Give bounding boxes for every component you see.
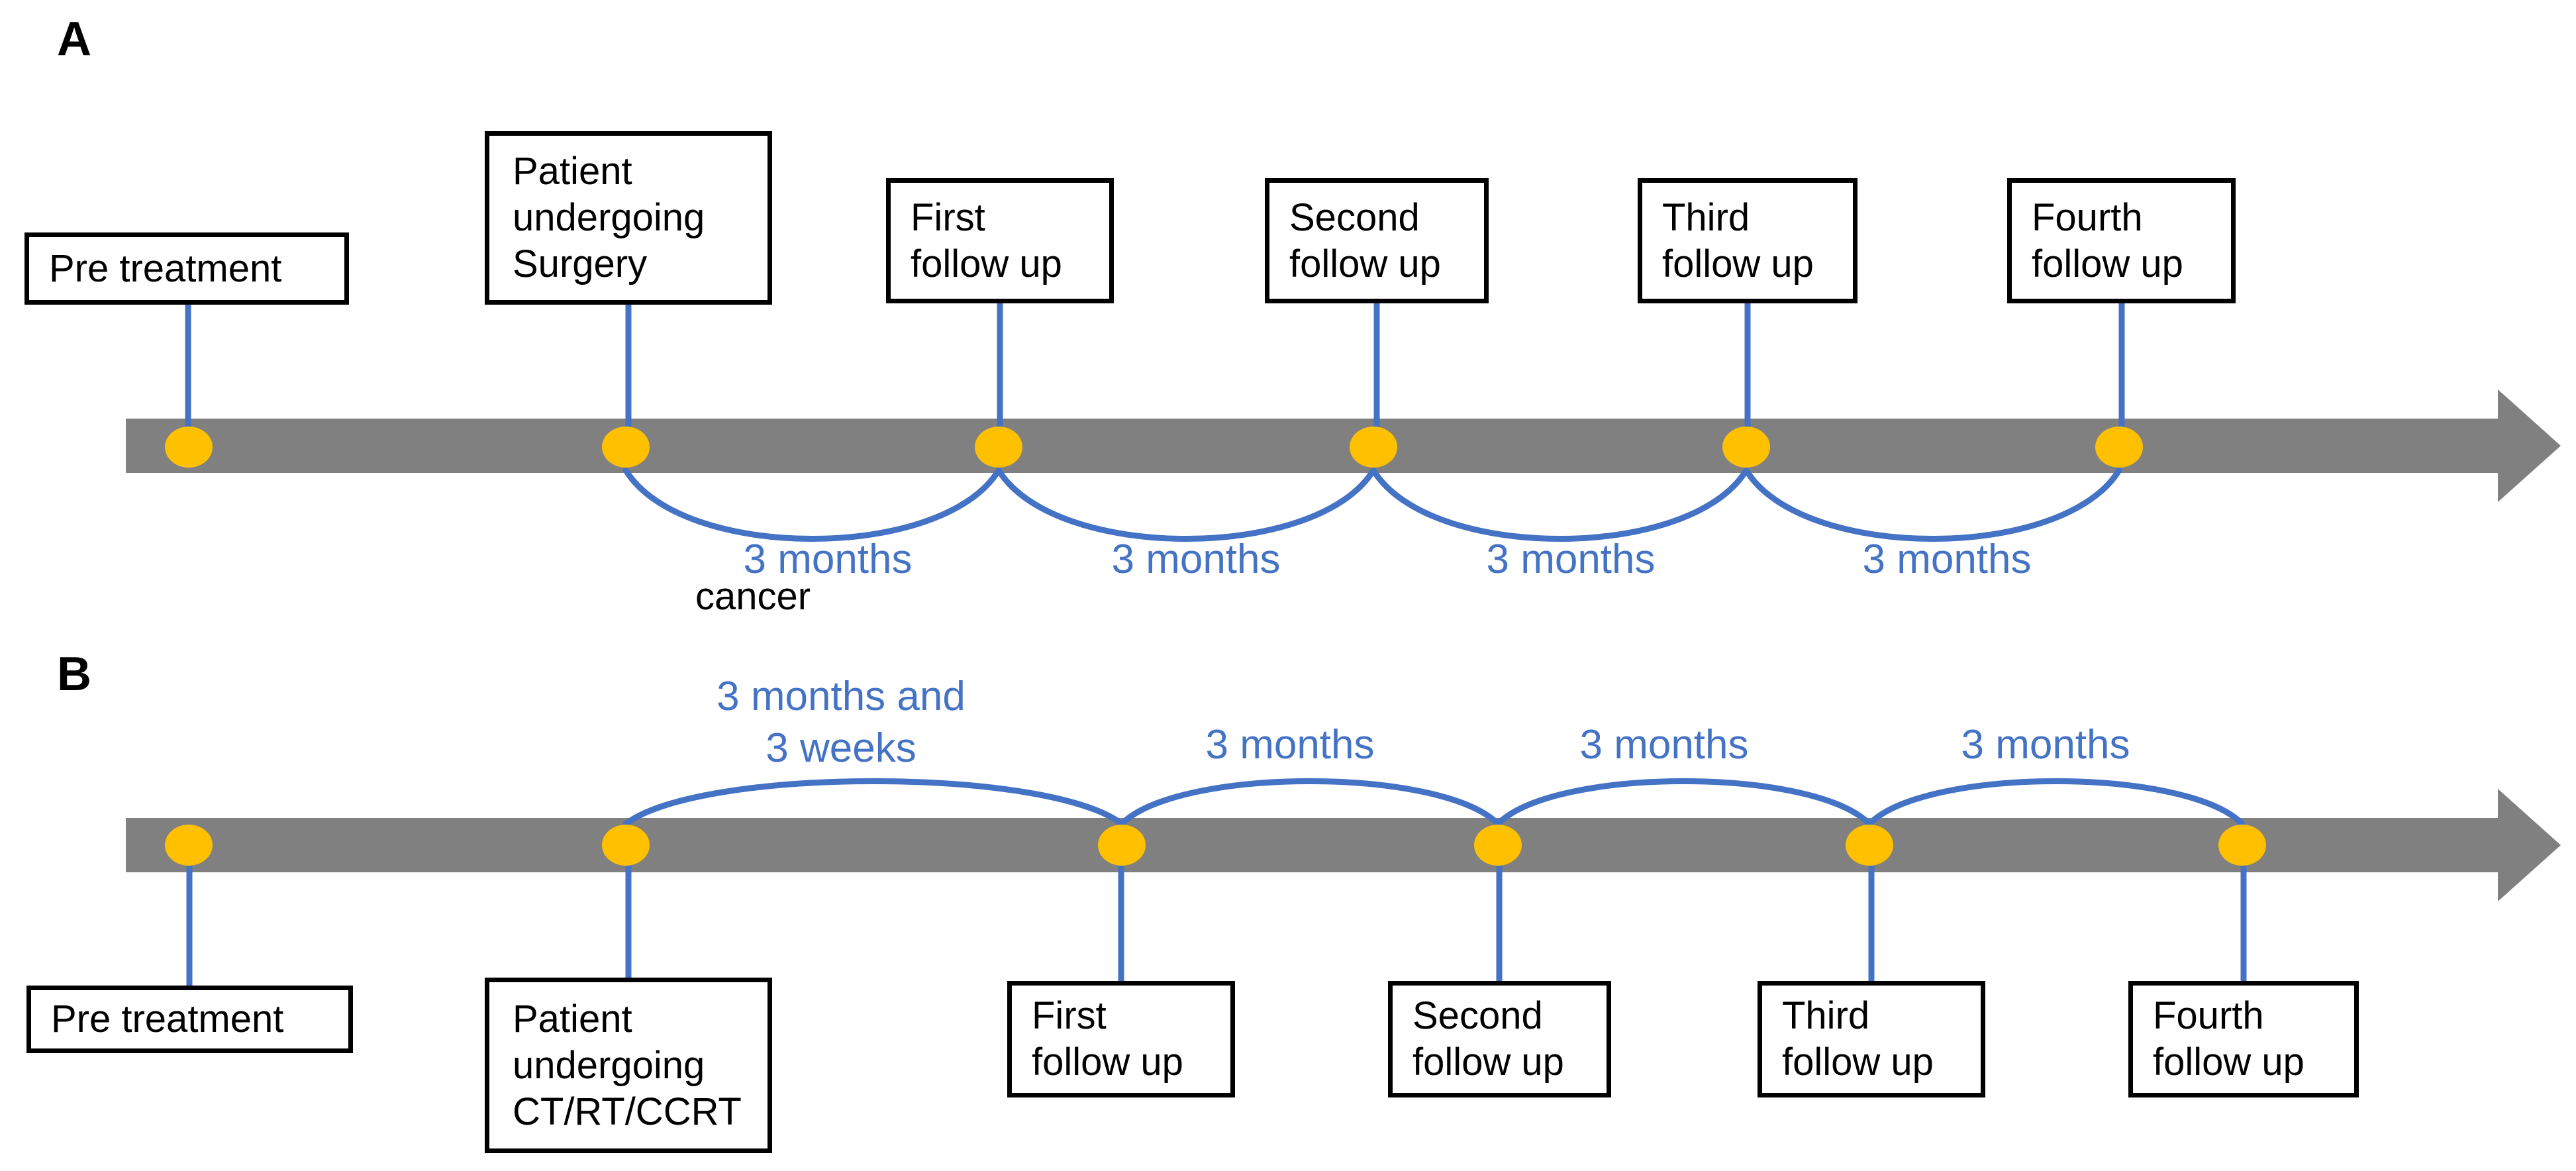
interval-arc-b3 <box>1495 778 1873 827</box>
timeline-dot-b5 <box>1846 825 1893 866</box>
stage-box-b-first-follow-up: First follow up <box>1007 981 1235 1097</box>
interval-label-b4: 3 months <box>1961 722 2130 768</box>
interval-label-a1: 3 months <box>743 536 913 582</box>
stage-box-b-third-follow-up: Third follow up <box>1758 981 1985 1097</box>
timeline-dot-b2 <box>602 825 650 866</box>
interval-label-a4: 3 months <box>1862 536 2032 582</box>
timeline-dot-b6 <box>2218 825 2266 866</box>
interval-arc-a4 <box>1743 467 2122 542</box>
timeline-bar-b <box>126 818 2498 872</box>
interval-arc-b4 <box>1866 778 2246 827</box>
stage-box-a-third-follow-up: Third follow up <box>1638 178 1858 303</box>
interval-label-b3: 3 months <box>1579 722 1749 768</box>
interval-arc-a3 <box>1370 467 1750 542</box>
stage-box-b-patient-undergoing-ct-rt-ccrt: Patient undergoing CT/RT/CCRT <box>485 978 772 1153</box>
interval-label-a2: 3 months <box>1111 536 1281 582</box>
stage-box-a-fourth-follow-up: Fourth follow up <box>2007 178 2236 303</box>
stage-box-a-patient-undergoing-surgery: Patient undergoing Surgery <box>485 131 772 305</box>
cancer-annotation: cancer <box>695 575 811 618</box>
timeline-dot-a5 <box>1722 427 1770 468</box>
timeline-arrowhead-a <box>2498 389 2561 502</box>
interval-arc-b1 <box>622 778 1125 827</box>
timeline-arrowhead-b <box>2498 789 2561 901</box>
stage-box-a-pre-treatment: Pre treatment <box>25 232 349 305</box>
timeline-dot-a2 <box>602 427 650 468</box>
interval-label-a3: 3 months <box>1486 536 1656 582</box>
stage-box-b-fourth-follow-up: Fourth follow up <box>2128 981 2359 1097</box>
stage-box-a-first-follow-up: First follow up <box>886 178 1114 303</box>
interval-arc-a1 <box>622 467 1002 542</box>
panel-label-b: B <box>57 648 91 701</box>
timeline-dot-a3 <box>975 427 1022 468</box>
interval-arc-b2 <box>1118 778 1501 827</box>
stage-box-b-pre-treatment: Pre treatment <box>26 986 353 1053</box>
stage-box-b-second-follow-up: Second follow up <box>1388 981 1611 1097</box>
stage-box-a-second-follow-up: Second follow up <box>1265 178 1489 303</box>
timeline-dot-a4 <box>1350 427 1397 468</box>
panel-label-a: A <box>57 13 91 66</box>
interval-label-b1: 3 months and 3 weeks <box>717 674 966 771</box>
timeline-dot-b4 <box>1474 825 1522 866</box>
interval-label-b2: 3 months <box>1205 722 1375 768</box>
timeline-dot-b3 <box>1098 825 1146 866</box>
interval-arc-a2 <box>995 467 1377 542</box>
timeline-dot-a6 <box>2095 427 2143 468</box>
timeline-dot-b1 <box>165 825 213 866</box>
timeline-dot-a1 <box>165 427 213 468</box>
